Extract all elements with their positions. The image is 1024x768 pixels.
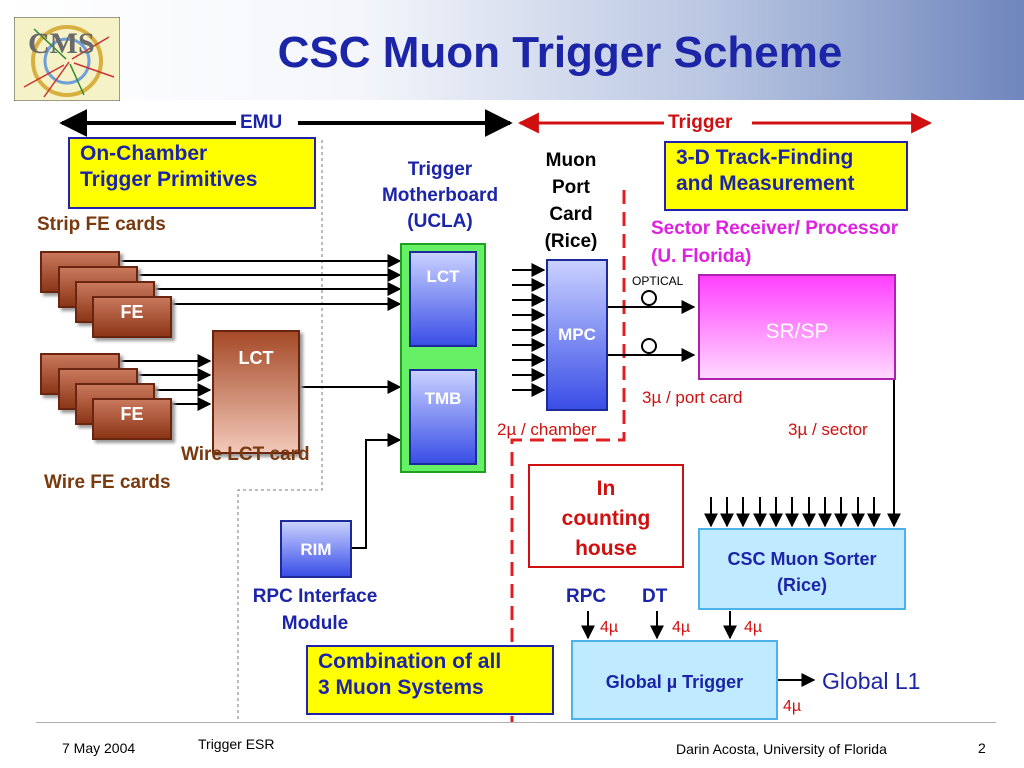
rim-box: RIM — [280, 520, 352, 578]
muon-port-card-line-2: Port — [552, 177, 590, 198]
csc-sorter-line-2: (Rice) — [776, 575, 827, 595]
srsp-box: SR/SP — [698, 274, 896, 380]
trigger-label: Trigger — [668, 112, 733, 133]
counting-house-line-1: In — [596, 477, 616, 500]
header-band — [0, 0, 1024, 100]
tmb-label: TMB — [424, 389, 462, 408]
wire-fe-label: FE — [120, 404, 144, 424]
wire-fe-card-4: FE — [92, 398, 172, 440]
srsp-label: SR/SP — [765, 320, 829, 343]
strip-fe-cards-label: Strip FE cards — [37, 214, 166, 235]
footer-date: 7 May 2004 — [62, 740, 136, 756]
muon-port-card-line-1: Muon — [545, 150, 597, 171]
mpc-label: MPC — [558, 325, 596, 344]
track-finding-line-2: and Measurement — [676, 172, 855, 195]
optical-label: OPTICAL — [632, 274, 684, 288]
wire-fe-cards-label: Wire FE cards — [44, 472, 171, 493]
muon-port-card-line-4: (Rice) — [544, 231, 598, 252]
sector-receiver-line-2: (U. Florida) — [651, 246, 752, 267]
csc-muon-sorter-box: CSC Muon Sorter (Rice) — [698, 528, 906, 610]
track-finding-box: 3-D Track-Finding and Measurement — [664, 141, 908, 211]
on-chamber-box: On-Chamber Trigger Primitives — [68, 137, 316, 209]
on-chamber-line-1: On-Chamber — [80, 142, 208, 165]
wire-lct-label: LCT — [238, 348, 274, 368]
footer-author: Darin Acosta, University of Florida — [676, 741, 887, 757]
csc-sorter-line-1: CSC Muon Sorter — [727, 549, 877, 569]
trigger-motherboard-line-1: Trigger — [407, 159, 473, 180]
cms-logo: CMS — [14, 17, 120, 101]
combination-box: Combination of all 3 Muon Systems — [306, 645, 554, 715]
footer-divider — [36, 722, 996, 723]
rpc-interface-label: RPC Interface Module — [232, 583, 398, 637]
trigger-motherboard-line-3: (UCLA) — [407, 211, 473, 232]
trigger-motherboard-line-2: Motherboard — [381, 185, 499, 206]
lct-label: LCT — [426, 267, 460, 286]
mpc-box: MPC — [546, 259, 608, 411]
wire-lct-card-label: Wire LCT card — [181, 444, 310, 465]
global-l1-label: Global L1 — [822, 668, 921, 694]
per-sector-label: 3µ / sector — [788, 420, 868, 439]
trigger-motherboard-label: Trigger Motherboard (UCLA) — [360, 157, 520, 235]
footer-page: 2 — [978, 740, 986, 756]
rpc-interface-line-1: RPC Interface — [252, 586, 378, 607]
track-finding-line-1: 3-D Track-Finding — [676, 146, 854, 169]
sector-receiver-line-1: Sector Receiver/ Processor — [651, 218, 899, 239]
emu-label: EMU — [240, 112, 283, 133]
tmb-box: TMB — [409, 369, 477, 465]
four-mu-rpc-label: 4µ — [600, 619, 619, 636]
strip-fe-label: FE — [120, 302, 144, 322]
rpc-interface-line-2: Module — [281, 613, 349, 634]
page-title: CSC Muon Trigger Scheme — [277, 28, 843, 77]
global-mu-trigger-label: Global µ Trigger — [605, 672, 744, 692]
rpc-label: RPC — [566, 586, 607, 607]
strip-fe-card-4: FE — [92, 296, 172, 338]
counting-house-line-3: house — [575, 537, 637, 560]
wire-lct-card: LCT — [212, 330, 300, 454]
counting-house-line-2: counting — [561, 507, 651, 530]
dt-label: DT — [642, 586, 668, 607]
on-chamber-line-2: Trigger Primitives — [80, 168, 258, 191]
muon-port-card-line-3: Card — [549, 204, 593, 225]
global-mu-trigger-box: Global µ Trigger — [571, 640, 778, 720]
per-port-card-label: 3µ / port card — [642, 388, 743, 407]
sector-receiver-label: Sector Receiver/ Processor (U. Florida) — [651, 215, 898, 271]
four-mu-dt-label: 4µ — [672, 619, 691, 636]
per-chamber-label: 2µ / chamber — [497, 420, 597, 439]
muon-port-card-label: Muon Port Card (Rice) — [528, 147, 614, 255]
combination-line-2: 3 Muon Systems — [318, 676, 484, 699]
rim-label: RIM — [300, 540, 332, 559]
combination-line-1: Combination of all — [318, 650, 502, 673]
four-mu-csc-label: 4µ — [744, 619, 763, 636]
logo-text: CMS — [28, 27, 95, 60]
counting-house-box: In counting house — [528, 464, 684, 568]
footer-event: Trigger ESR — [198, 736, 275, 752]
lct-box: LCT — [409, 251, 477, 347]
four-mu-out-label: 4µ — [783, 698, 802, 715]
